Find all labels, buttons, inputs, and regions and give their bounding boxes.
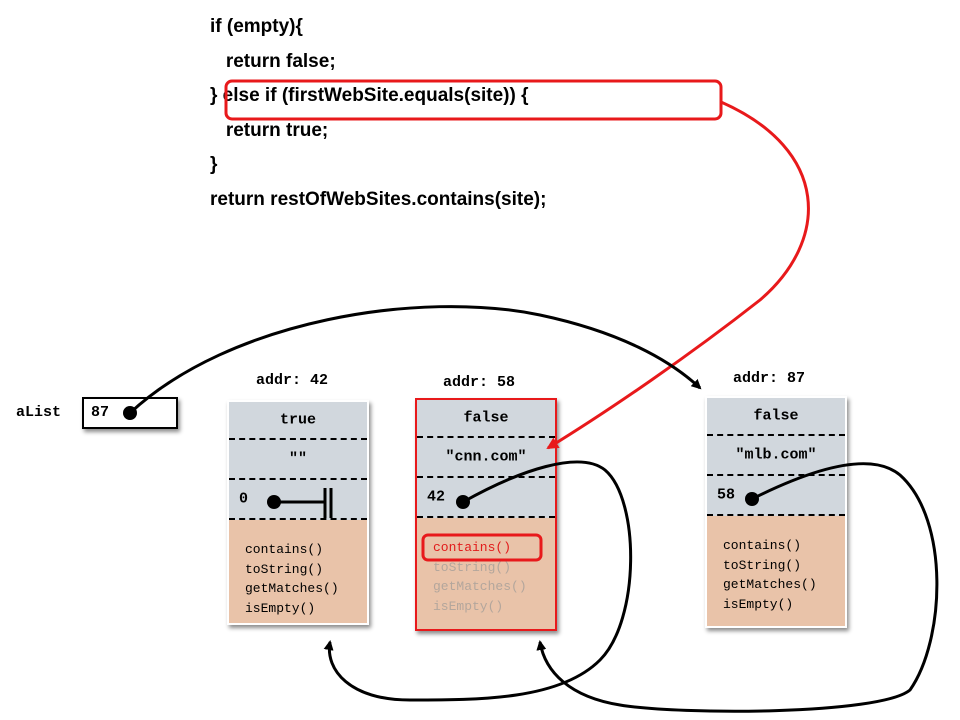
site-value: "" [288,450,307,468]
site-value: "mlb.com" [735,446,817,464]
variable-label: aList [16,404,62,421]
empty-value: true [279,411,316,429]
rest-pointer-arrow-87 [536,462,939,713]
methods-list: contains() toString() getMatches() isEmp… [229,520,367,623]
method-item-active: contains() [433,540,512,555]
code-line: return false; [210,50,336,72]
node-address: addr: 87 [733,370,806,387]
code-line: } [210,154,218,175]
method-item: contains() [245,542,324,557]
rest-value: 0 [239,490,249,508]
method-item: getMatches() [245,581,339,596]
rest-value: 58 [717,486,736,504]
node-address: addr: 42 [256,372,329,389]
method-item: isEmpty() [245,600,316,616]
rest-pointer-arrow-58 [323,460,633,702]
contains-highlight-box [421,533,543,562]
method-item: toString() [723,557,802,573]
rest-value: 42 [427,488,446,506]
list-node-42: true "" 0 contains() toString() getMatch… [227,400,369,625]
node-address: addr: 58 [443,374,516,391]
empty-value: false [463,409,509,427]
method-item: getMatches() [433,579,527,594]
rest-field: 58 [707,476,845,516]
method-item: toString() [245,561,324,577]
variable-box: 87 [82,397,178,429]
alist-pointer-arrow [128,305,702,415]
alist-pointer-dot [123,406,137,420]
empty-value: false [753,407,799,425]
code-line: } else if (firstWebSite.equals(site)) { [210,85,529,106]
rest-pointer-dot [745,492,759,506]
code-line: return restOfWebSites.contains(site); [210,188,547,210]
code-line: return true; [210,119,329,141]
code-line: if (empty){ [210,16,303,37]
empty-field: false [707,398,845,436]
method-item: isEmpty() [723,596,794,612]
rest-pointer-dot [456,495,470,509]
null-pointer-dot [267,495,281,509]
method-item: contains() [723,538,802,553]
site-value: "cnn.com" [445,448,527,466]
code-snippet: if (empty){ return false; } else if (fir… [210,12,546,219]
list-node-87: false "mlb.com" 58 contains() toString()… [705,396,847,628]
empty-field: false [417,400,555,438]
variable-value: 87 [91,404,110,421]
method-item: toString() [433,559,512,575]
empty-field: true [229,402,367,440]
red-arrow [546,100,810,450]
site-field: "cnn.com" [417,438,555,478]
site-field: "" [229,440,367,480]
rest-field: 0 [229,480,367,520]
methods-list: contains() toString() getMatches() isEmp… [707,516,845,626]
rest-field: 42 [417,478,555,518]
method-item: getMatches() [723,577,817,592]
code-highlight-box [224,79,723,121]
method-item: isEmpty() [433,598,504,614]
